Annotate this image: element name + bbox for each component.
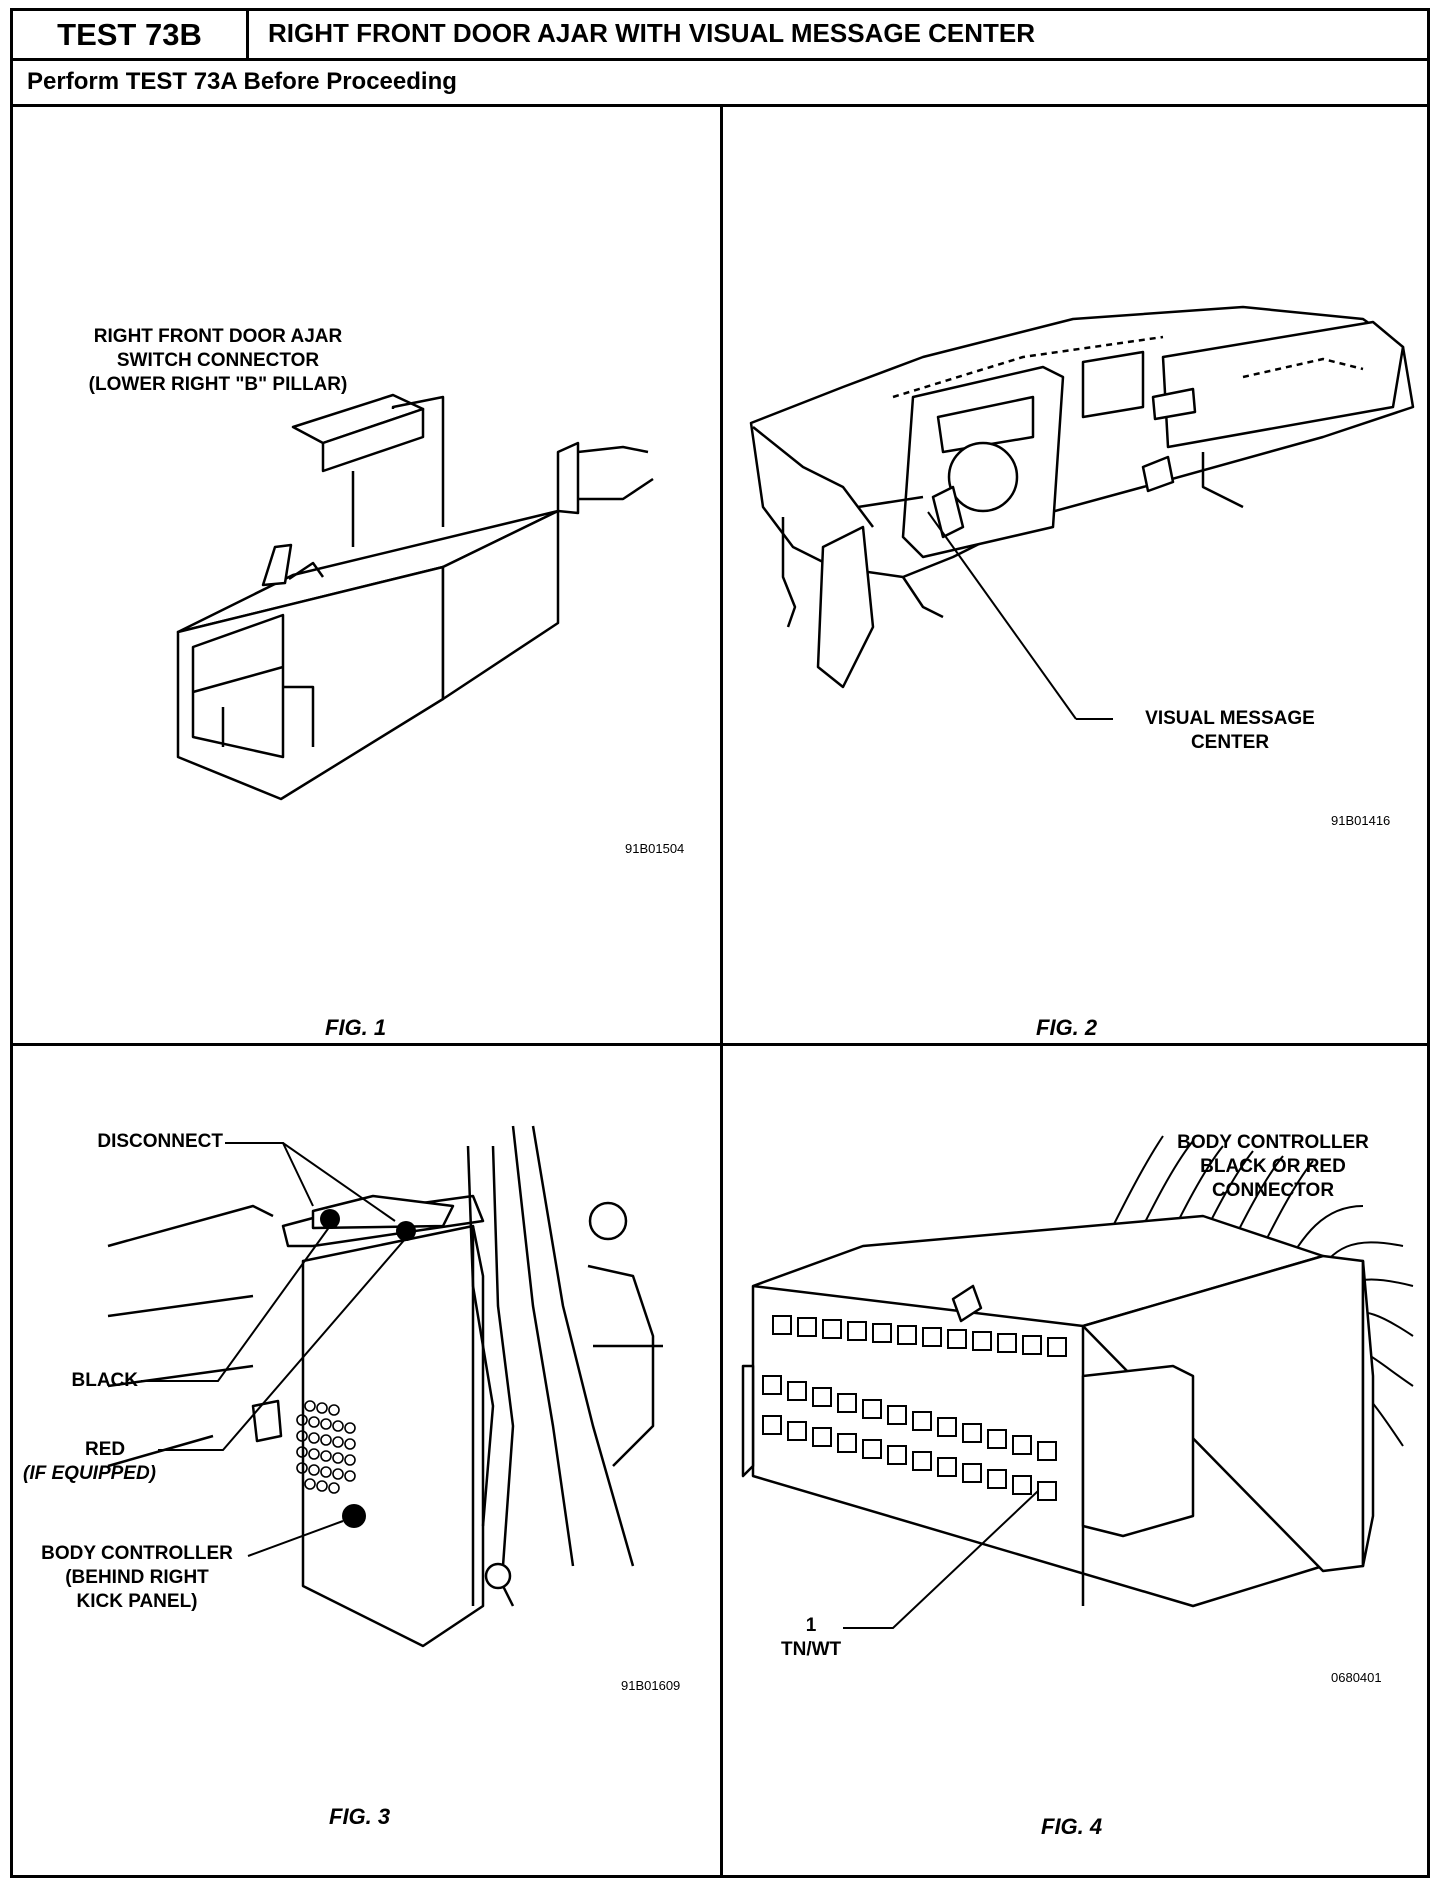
figure-4-panel: BODY CONTROLLER BLACK OR RED CONNECTOR 1… [723, 1046, 1427, 1875]
fig1-label-line2: SWITCH CONNECTOR [116, 350, 320, 371]
fig2-label-line1: VISUAL MESSAGE [1145, 708, 1315, 729]
fig4-label-line1: BODY CONTROLLER [1177, 1132, 1369, 1153]
fig2-caption: FIG. 2 [1036, 1015, 1098, 1040]
fig1-code: 91B01504 [625, 841, 685, 856]
disconnect-label: DISCONNECT [97, 1131, 223, 1152]
fig2-label-line2: CENTER [1190, 732, 1270, 753]
test-id: TEST 73B [13, 11, 249, 58]
page-frame: TEST 73B RIGHT FRONT DOOR AJAR WITH VISU… [10, 8, 1430, 1878]
instrument-panel-drawing [749, 305, 1415, 720]
red-label-note: (IF EQUIPPED) [23, 1463, 157, 1484]
black-connector-label: BLACK [71, 1370, 139, 1391]
switch-connector-drawing [176, 393, 654, 801]
header-row: TEST 73B RIGHT FRONT DOOR AJAR WITH VISU… [13, 11, 1427, 61]
pin-wire-color: TN/WT [781, 1639, 842, 1660]
fig1-label-line3: (LOWER RIGHT "B" PILLAR) [88, 374, 348, 395]
figure-3-panel: DISCONNECT BLACK RED (IF EQUIPPED) BODY … [13, 1046, 723, 1875]
figure-2-panel: VISUAL MESSAGE CENTER 91B01416 FIG. 2 [723, 107, 1427, 1046]
figure-1-panel: RIGHT FRONT DOOR AJAR SWITCH CONNECTOR (… [13, 107, 723, 1046]
fig4-code: 0680401 [1331, 1670, 1382, 1685]
body-controller-line1: BODY CONTROLLER [41, 1543, 233, 1564]
fig4-label-line2: BLACK OR RED [1200, 1156, 1346, 1177]
page-title: RIGHT FRONT DOOR AJAR WITH VISUAL MESSAG… [268, 18, 1036, 48]
fig1-caption: FIG. 1 [325, 1015, 387, 1040]
pin-1-label: 1 TN/WT [781, 1614, 841, 1662]
fig3-caption: FIG. 3 [329, 1804, 391, 1829]
fig2-label: VISUAL MESSAGE CENTER [1115, 707, 1345, 755]
fig2-code: 91B01416 [1331, 813, 1391, 828]
fig1-label: RIGHT FRONT DOOR AJAR SWITCH CONNECTOR (… [53, 325, 383, 397]
figure-grid: RIGHT FRONT DOOR AJAR SWITCH CONNECTOR (… [13, 107, 1427, 1875]
fig4-caption: FIG. 4 [1041, 1814, 1103, 1839]
body-controller-connector-drawing [741, 1135, 1414, 1629]
pin-number: 1 [805, 1615, 817, 1636]
red-label-text: RED [85, 1439, 126, 1460]
body-controller-location-drawing [107, 1125, 663, 1648]
fig4-label-line3: CONNECTOR [1211, 1180, 1335, 1201]
red-connector-label: RED (IF EQUIPPED) [23, 1438, 178, 1486]
body-controller-line2: (BEHIND RIGHT [65, 1567, 209, 1588]
fig4-label: BODY CONTROLLER BLACK OR RED CONNECTOR [1158, 1131, 1388, 1203]
fig1-label-line1: RIGHT FRONT DOOR AJAR [93, 326, 343, 347]
body-controller-label: BODY CONTROLLER (BEHIND RIGHT KICK PANEL… [21, 1542, 253, 1614]
body-controller-line3: KICK PANEL) [76, 1591, 198, 1612]
fig3-code: 91B01609 [621, 1678, 681, 1693]
prerequisite-note: Perform TEST 73A Before Proceeding [13, 61, 1427, 107]
